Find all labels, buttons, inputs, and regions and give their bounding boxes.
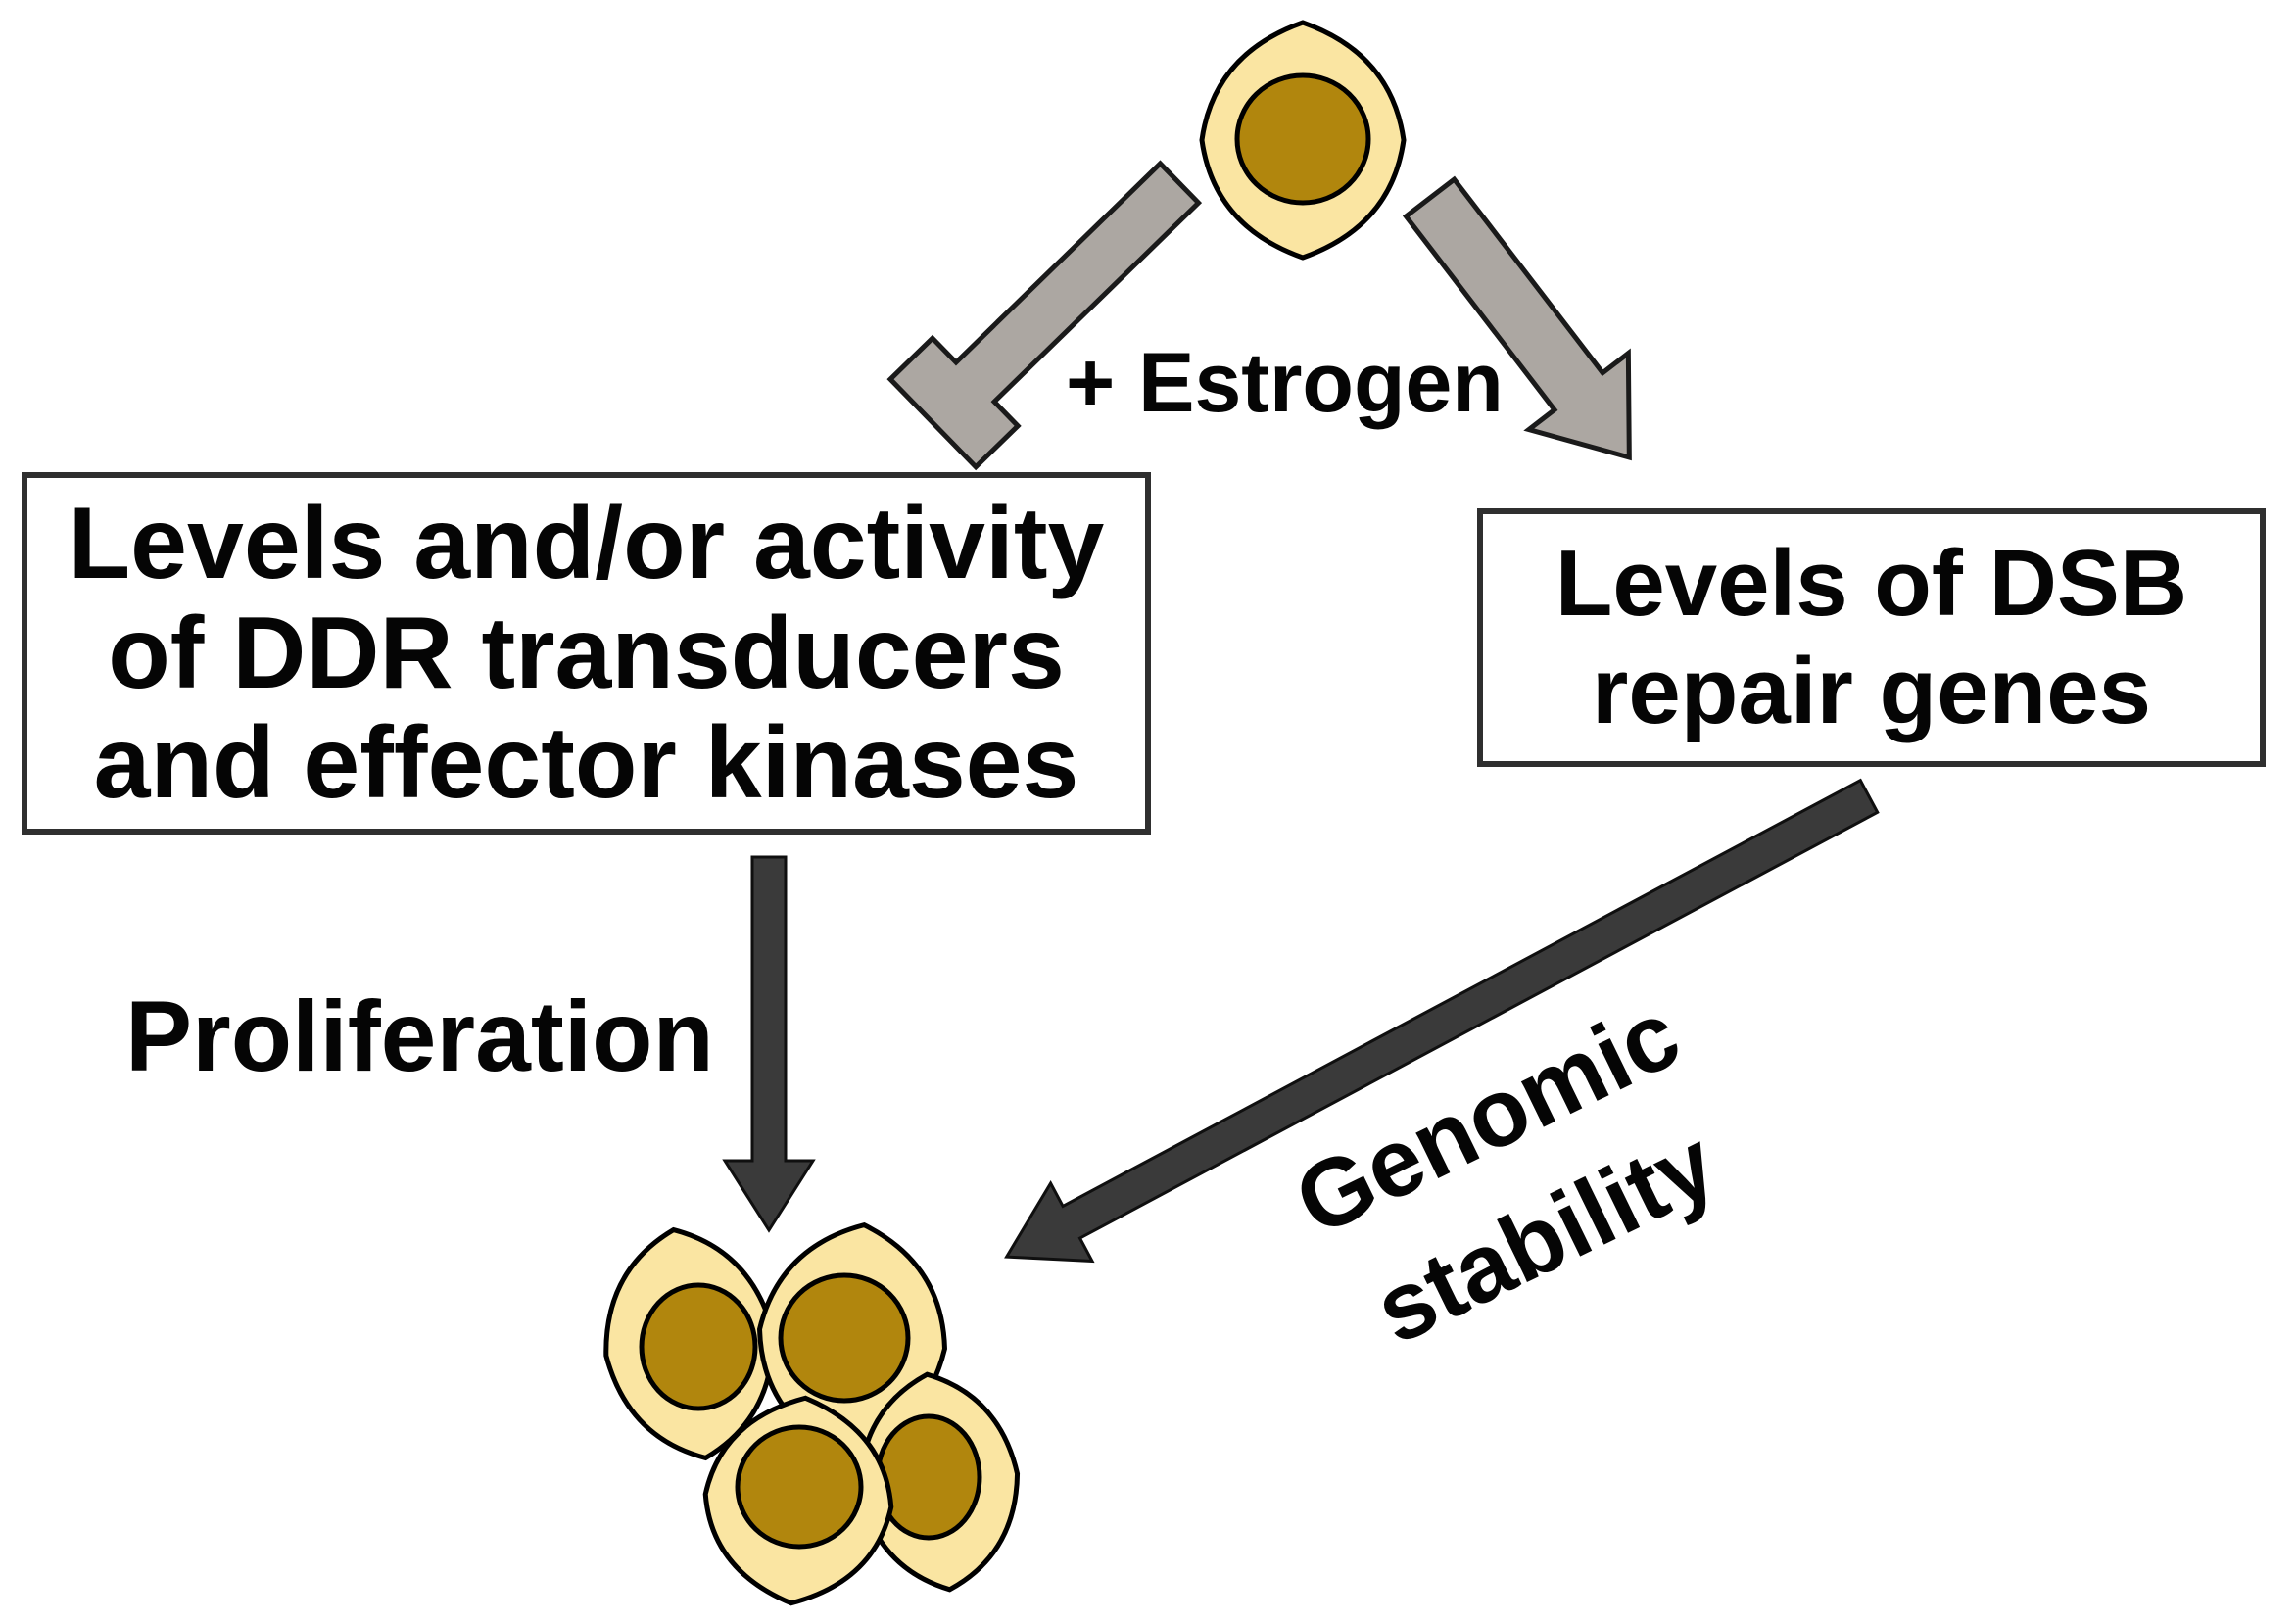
cell-icon xyxy=(1202,23,1404,258)
activation-arrow-icon xyxy=(1402,175,1632,461)
ddr-box-line: and effector kinases xyxy=(93,706,1079,820)
ddr-box-line: Levels and/or activity xyxy=(68,487,1105,600)
dsb-box-line: repair genes xyxy=(1592,639,2151,743)
dsb-repair-genes-box: Levels of DSB repair genes xyxy=(1477,508,2266,767)
diagonal-arrow-icon xyxy=(1004,778,1880,1264)
inhibition-arrow-icon xyxy=(886,160,1203,471)
dsb-box-line: Levels of DSB xyxy=(1555,531,2188,636)
down-arrow-icon xyxy=(722,855,816,1233)
ddr-box-line: of DDR transducers xyxy=(108,597,1065,710)
ddr-transducers-box: Levels and/or activity of DDR transducer… xyxy=(22,472,1151,835)
estrogen-label: + Estrogen xyxy=(1066,336,1504,430)
cell-cluster-icon xyxy=(590,1216,1028,1610)
proliferation-label: Proliferation xyxy=(125,980,714,1092)
